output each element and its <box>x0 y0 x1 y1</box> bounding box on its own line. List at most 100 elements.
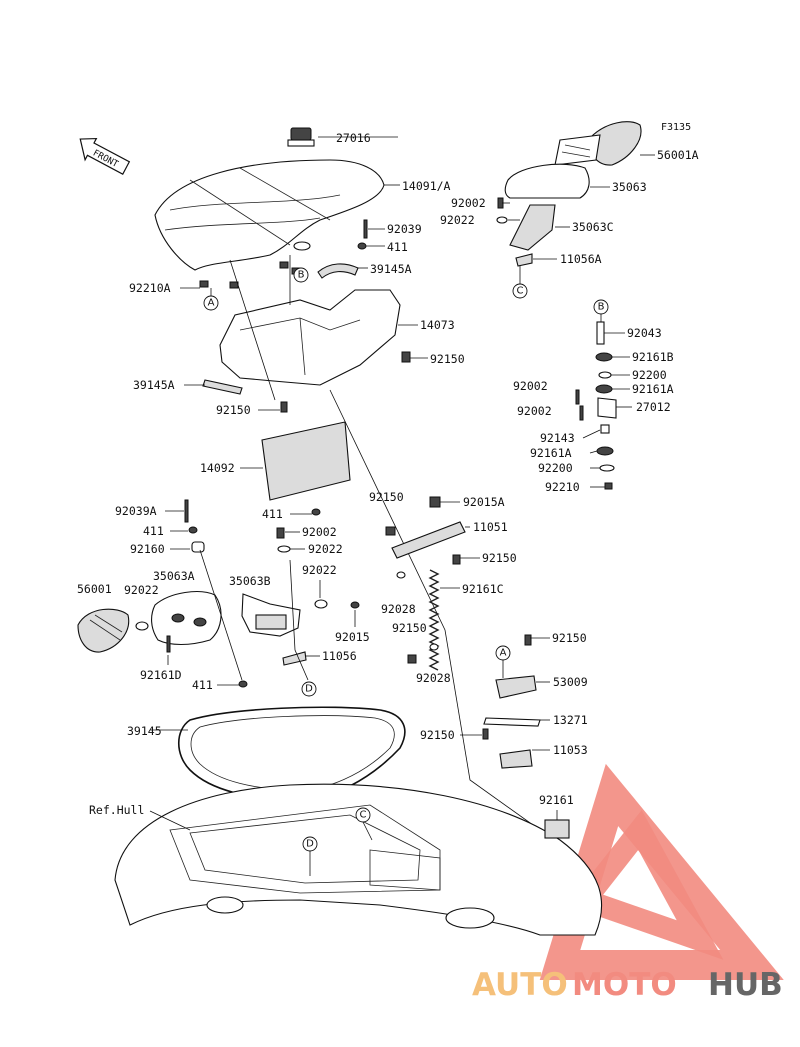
label-92028-a: 92028 <box>381 602 416 616</box>
label-92161b: 92161B <box>632 350 674 364</box>
label-92200-a: 92200 <box>632 368 667 382</box>
watermark-moto: MOTO <box>572 967 677 1003</box>
label-11056a: 11056A <box>560 252 602 266</box>
label-11056: 11056 <box>322 649 357 663</box>
label-92022-a: 92022 <box>308 542 343 556</box>
watermark-hub: HUB <box>708 967 783 1003</box>
bracket-11053 <box>499 749 533 769</box>
label-92150-d: 92150 <box>482 551 517 565</box>
label-92161 <box>544 819 570 839</box>
label-92210: 92210 <box>545 480 580 494</box>
label-92039: 92039 <box>387 222 422 236</box>
label-92015: 92015 <box>335 630 370 644</box>
label-14073: 14073 <box>420 318 455 332</box>
label-35063a: 35063A <box>153 569 195 583</box>
label-92150-g: 92150 <box>420 728 455 742</box>
svg-text:A: A <box>500 648 507 659</box>
latch-53009 <box>495 634 537 699</box>
marker-c-2: C <box>355 807 373 841</box>
label-35063b: 35063B <box>229 574 271 588</box>
svg-text:B: B <box>298 270 305 281</box>
svg-text:C: C <box>517 286 524 297</box>
label-92043: 92043 <box>627 326 662 340</box>
label-92150-a: 92150 <box>430 352 465 366</box>
watermark-auto: AUTO <box>472 967 568 1003</box>
panel-14092 <box>261 421 351 501</box>
label-92028-b: 92028 <box>416 671 451 685</box>
figure-code: F3135 <box>661 122 691 133</box>
label-92039a: 92039A <box>115 504 157 518</box>
label-13271: 13271 <box>553 713 588 727</box>
bracket-27012 <box>597 397 617 419</box>
label-411-d: 411 <box>192 678 213 692</box>
label-92002-a: 92002 <box>302 525 337 539</box>
mirror-base-35063a <box>151 591 222 646</box>
label-92150-e: 92150 <box>392 621 427 635</box>
strip-39145a-lower <box>202 379 243 395</box>
seat-14091a <box>154 159 385 271</box>
label-56001: 56001 <box>77 582 112 596</box>
label-14092: 14092 <box>200 461 235 475</box>
label-56001a: 56001A <box>657 148 699 162</box>
label-39145a: 39145A <box>370 262 412 276</box>
marker-d-2: D <box>302 836 318 876</box>
svg-text:C: C <box>360 810 367 821</box>
label-411-b: 411 <box>262 507 283 521</box>
label-27012: 27012 <box>636 400 671 414</box>
label-92200-b: 92200 <box>538 461 573 475</box>
label-39145a-2: 39145A <box>133 378 175 392</box>
label-92015a: 92015A <box>463 495 505 509</box>
svg-text:B: B <box>598 302 605 313</box>
bracket-11051 <box>391 521 466 559</box>
label-11051: 11051 <box>473 520 508 534</box>
label-92210a: 92210A <box>129 281 171 295</box>
label-92150-b: 92150 <box>216 403 251 417</box>
hull <box>114 783 603 936</box>
label-92161c: 92161C <box>462 582 504 596</box>
label-53009: 53009 <box>553 675 588 689</box>
marker-d-1: D <box>301 681 317 697</box>
label-411-a: 411 <box>387 240 408 254</box>
label-27016: 27016 <box>336 131 371 145</box>
marker-a-1: A <box>203 288 219 311</box>
marker-c-1: C <box>512 265 528 299</box>
label-92022-c: 92022 <box>302 563 337 577</box>
mirror-stay-35063c <box>509 204 556 251</box>
strap-39145a-top <box>317 263 359 279</box>
mirror-housing-35063 <box>504 163 590 199</box>
label-92161a: 92161A <box>632 382 674 396</box>
label-92002-b: 92002 <box>451 196 486 210</box>
label-92143: 92143 <box>540 431 575 445</box>
bracket-35063b <box>241 593 301 637</box>
marker-b-1: B <box>293 267 309 283</box>
label-92160: 92160 <box>130 542 165 556</box>
label-92150-c: 92150 <box>369 490 404 504</box>
front-arrow-icon: FRONT <box>79 137 131 175</box>
label-92002-c: 92002 <box>513 379 548 393</box>
svg-text:D: D <box>306 839 314 850</box>
label-14091a: 14091/A <box>402 179 451 193</box>
seal-39145 <box>178 706 406 801</box>
spring-92161c <box>428 569 440 671</box>
cap-27016 <box>287 127 315 147</box>
marker-a-2: A <box>495 645 511 678</box>
label-92022-d: 92022 <box>440 213 475 227</box>
label-35063: 35063 <box>612 180 647 194</box>
label-92161a-2: 92161A <box>530 446 572 460</box>
label-411-c: 411 <box>143 524 164 538</box>
svg-text:D: D <box>305 684 313 695</box>
svg-text:A: A <box>208 298 215 309</box>
watermark-text: AUTO MOTO HUB <box>472 967 783 1003</box>
label-11053: 11053 <box>553 743 588 757</box>
label-92022-b: 92022 <box>124 583 159 597</box>
label-92002-d: 92002 <box>517 404 552 418</box>
label-92150-f: 92150 <box>552 631 587 645</box>
label-39145: 39145 <box>127 724 162 738</box>
marker-b-2: B <box>593 299 609 322</box>
rod-13271 <box>483 717 541 727</box>
mirror-56001 <box>77 608 130 653</box>
label-92161: 92161 <box>539 793 574 807</box>
label-92161d: 92161D <box>140 668 182 682</box>
label-35063c: 35063C <box>572 220 614 234</box>
